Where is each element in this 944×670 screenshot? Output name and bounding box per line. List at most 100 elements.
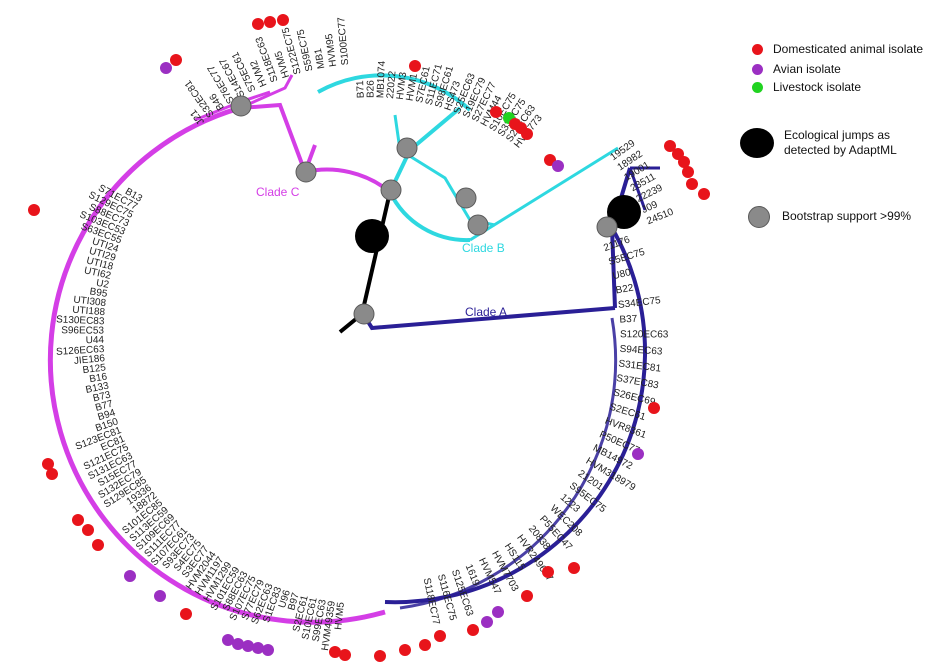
clade-c-label: Clade C — [256, 185, 300, 199]
bootstrap-node — [455, 187, 477, 209]
bootstrap-node — [467, 214, 489, 236]
tip-label: U2 — [95, 278, 110, 291]
domesticated-marker — [467, 624, 479, 636]
gray-circle-icon — [748, 206, 770, 228]
legend-livestock-label: Livestock isolate — [773, 80, 862, 94]
tip-label: UTI188 — [72, 305, 106, 319]
domesticated-marker — [542, 566, 554, 578]
tip-label: B125 — [82, 362, 107, 376]
domesticated-marker — [329, 646, 341, 658]
bootstrap-node — [353, 303, 375, 325]
domesticated-marker — [682, 166, 694, 178]
domesticated-marker — [180, 608, 192, 620]
tip-label: U96 — [277, 588, 293, 609]
tip-label: S120EC63 — [620, 329, 669, 340]
bootstrap-node — [396, 137, 418, 159]
tip-label: MB1074 — [375, 60, 388, 98]
domesticated-marker — [339, 649, 351, 661]
domesticated-marker — [92, 539, 104, 551]
tip-label: HVM95 — [324, 33, 339, 68]
domesticated-marker — [28, 204, 40, 216]
tip-label: U80 — [612, 267, 633, 282]
bootstrap-node — [230, 95, 252, 117]
tip-labels: 1952918982190012351122239J092451021176S5… — [56, 16, 676, 651]
domesticated-marker — [698, 188, 710, 200]
domesticated-marker — [686, 178, 698, 190]
legend-domesticated: Domesticated animal isolate — [752, 42, 923, 57]
tip-label: HVM5 — [333, 601, 347, 630]
avian-marker — [232, 638, 244, 650]
domesticated-marker — [409, 60, 421, 72]
tip-label: S100EC77 — [336, 16, 351, 66]
tip-label: B37 — [619, 314, 638, 326]
tip-label: U44 — [86, 335, 105, 346]
avian-marker — [252, 642, 264, 654]
avian-marker — [242, 640, 254, 652]
domesticated-marker — [170, 54, 182, 66]
domesticated-marker — [399, 644, 411, 656]
domesticated-marker — [434, 630, 446, 642]
legend-livestock: Livestock isolate — [752, 80, 861, 95]
clade-a-label: Clade A — [465, 305, 507, 319]
tip-label: S34EC75 — [617, 295, 661, 311]
bootstrap-nodes — [230, 95, 618, 325]
tip-label: S94EC63 — [619, 344, 663, 358]
bootstrap-node — [295, 161, 317, 183]
avian-marker — [492, 606, 504, 618]
bootstrap-node — [380, 179, 402, 201]
domesticated-marker — [521, 128, 533, 140]
isolate-markers — [28, 14, 710, 662]
legend-bootstrap-label: Bootstrap support >99% — [782, 209, 912, 223]
domesticated-marker — [490, 106, 502, 118]
legend-jump-label: Ecological jumps as detected by AdaptML — [784, 128, 897, 157]
avian-marker — [262, 644, 274, 656]
tip-label: S31EC81 — [618, 358, 662, 374]
clade-a-branches — [360, 166, 660, 610]
domesticated-marker — [277, 14, 289, 26]
domesticated-marker — [648, 402, 660, 414]
avian-marker — [552, 160, 564, 172]
domesticated-marker — [252, 18, 264, 30]
red-dot-icon — [752, 44, 763, 55]
avian-marker — [154, 590, 166, 602]
bootstrap-node — [596, 216, 618, 238]
black-circle-icon — [740, 128, 774, 158]
tip-label: S126EC63 — [56, 344, 105, 358]
tip-label: B77 — [94, 398, 114, 413]
tip-label: MB1 — [313, 47, 328, 70]
ecological-jump-node — [607, 195, 641, 229]
tip-label: B97 — [286, 591, 302, 612]
tip-label: B16 — [89, 371, 109, 385]
tip-label: B95 — [89, 286, 109, 300]
domesticated-marker — [678, 156, 690, 168]
tip-label: B26 — [366, 80, 377, 98]
domesticated-marker — [664, 140, 676, 152]
domesticated-marker — [521, 590, 533, 602]
domesticated-marker — [264, 16, 276, 28]
avian-marker — [632, 448, 644, 460]
tip-label: B22 — [615, 282, 635, 296]
legend-bootstrap: Bootstrap support >99% — [748, 206, 911, 228]
domesticated-marker — [374, 650, 386, 662]
legend-jump: Ecological jumps as detected by AdaptML — [740, 128, 924, 158]
green-dot-icon — [752, 82, 763, 93]
legend-avian-label: Avian isolate — [773, 62, 841, 76]
avian-marker — [160, 62, 172, 74]
tip-label: UTI308 — [73, 294, 107, 309]
tip-label: B71 — [355, 80, 367, 99]
avian-marker — [481, 616, 493, 628]
domesticated-marker — [82, 524, 94, 536]
avian-marker — [124, 570, 136, 582]
tip-label: HVM3 — [395, 71, 410, 100]
tip-label: B94 — [97, 407, 118, 423]
domesticated-marker — [46, 468, 58, 480]
tip-label: 22022 — [385, 70, 398, 99]
legend-domesticated-label: Domesticated animal isolate — [773, 42, 924, 56]
domesticated-marker — [42, 458, 54, 470]
tip-label: B133 — [85, 380, 110, 395]
tip-label: B73 — [92, 390, 112, 405]
domesticated-marker — [419, 639, 431, 651]
purple-dot-icon — [752, 64, 763, 75]
clade-b-label: Clade B — [462, 241, 505, 255]
